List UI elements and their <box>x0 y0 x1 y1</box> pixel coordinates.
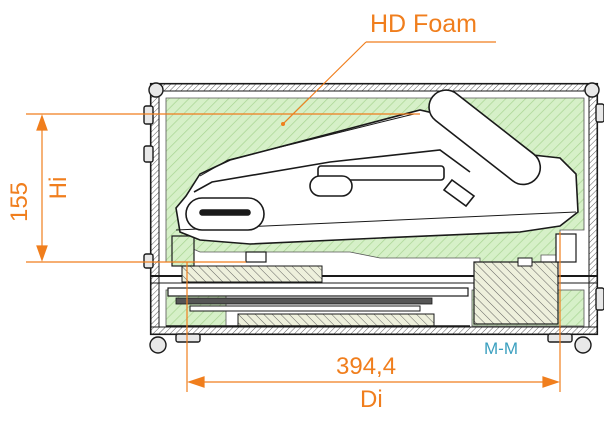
device-silhouette <box>175 89 579 245</box>
material-label: HD Foam <box>370 10 477 38</box>
left-supports <box>171 233 577 267</box>
section-label: M-M <box>484 339 518 358</box>
height-dimension <box>26 113 420 263</box>
height-symbol-label: Hi <box>45 176 72 200</box>
tray-stack <box>166 265 470 327</box>
wood-insert <box>473 257 559 325</box>
material-leader <box>282 41 496 125</box>
width-value-label: 394,4 <box>336 353 397 380</box>
width-symbol-label: Di <box>360 386 383 413</box>
width-dimension <box>186 232 561 392</box>
height-value-label: 155 <box>6 181 33 223</box>
